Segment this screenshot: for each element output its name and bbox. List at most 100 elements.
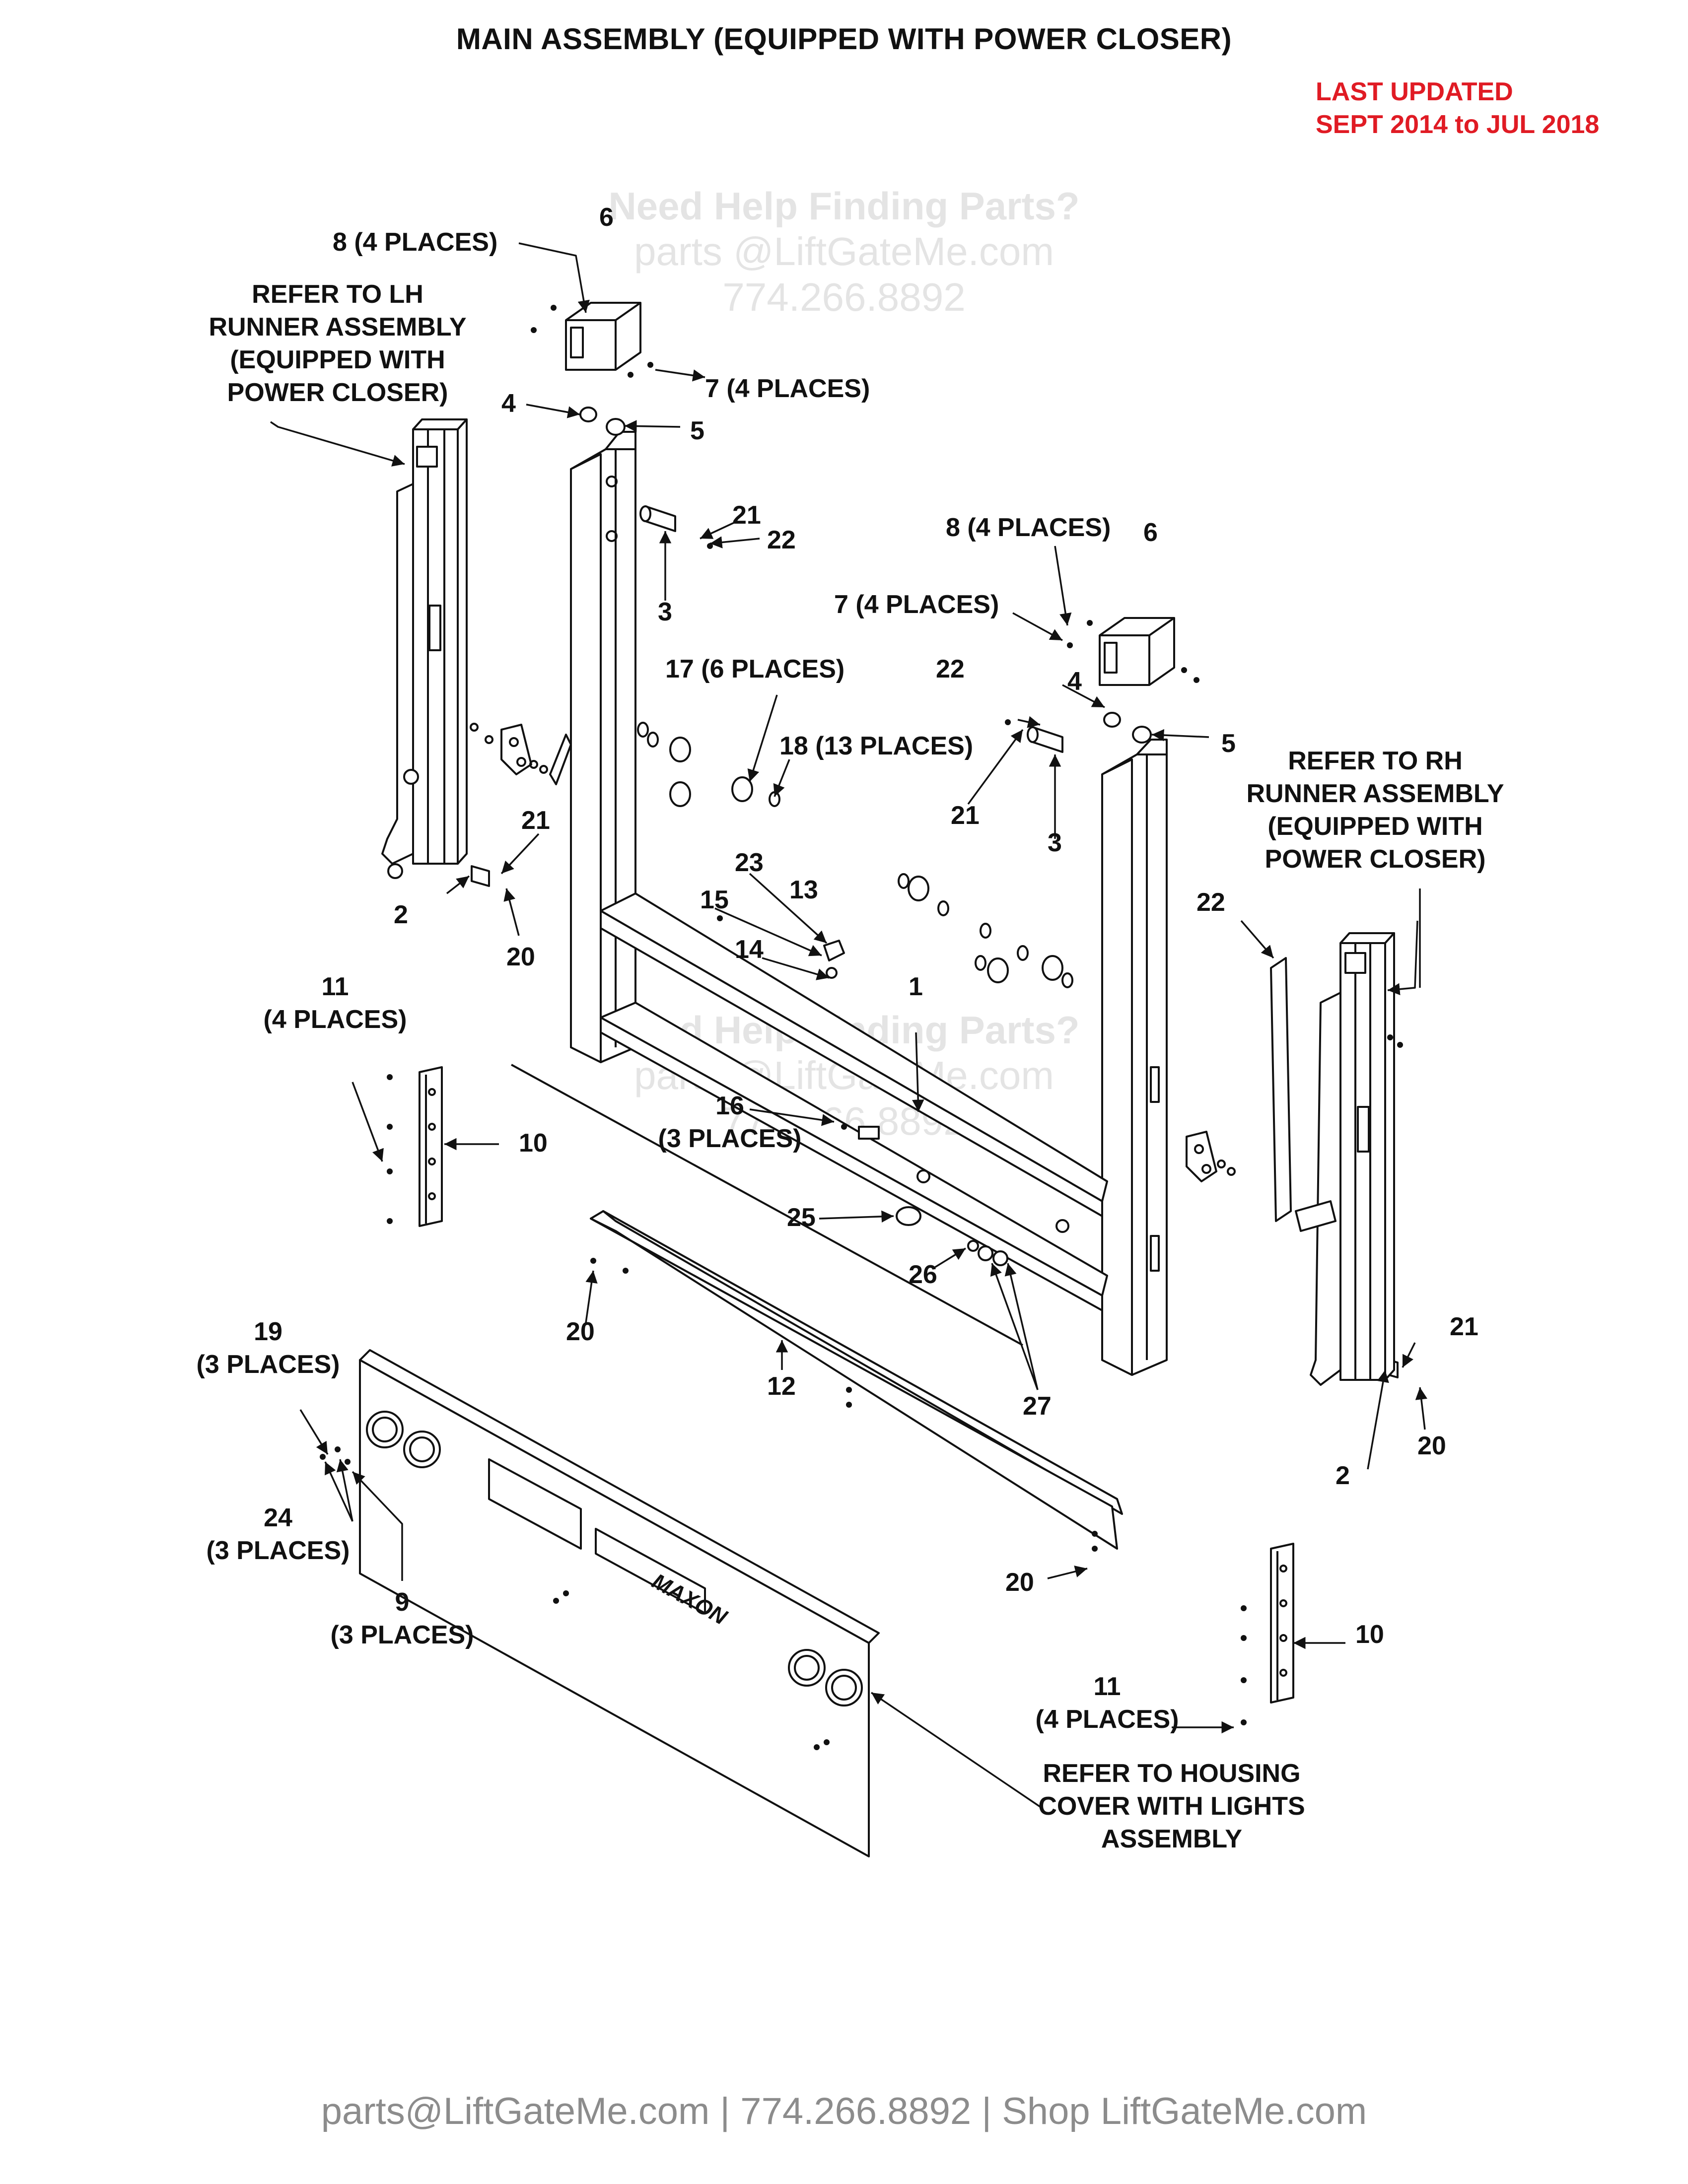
callout-part-20: 20 (1417, 1432, 1446, 1460)
leader-refer-lh (270, 421, 405, 467)
callout-part-3: 3 (1048, 828, 1062, 857)
callout-line: 24 (264, 1503, 292, 1532)
callout-line: POWER CLOSER) (1265, 845, 1486, 874)
callout-part-16: 16 (3 PLACES) (645, 1090, 814, 1155)
leader-lines (299, 242, 1428, 1808)
callout-part-21: 21 (521, 806, 550, 835)
callout-part-8: 8 (4 PLACES) (946, 513, 1111, 542)
watermark-top: Need Help Finding Parts? parts @LiftGate… (496, 184, 1192, 320)
callout-line: REFER TO RH (1288, 747, 1463, 775)
footer-contact: parts@LiftGateMe.com | 774.266.8892 | Sh… (0, 2090, 1688, 2133)
callout-part-22: 22 (936, 655, 965, 683)
last-updated-range: SEPT 2014 to JUL 2018 (1316, 110, 1600, 139)
callout-refer-housing: REFER TO HOUSING COVER WITH LIGHTS ASSEM… (1013, 1757, 1331, 1855)
callout-part-2: 2 (394, 900, 408, 929)
watermark-headline: Need Help Finding Parts? (608, 184, 1080, 228)
callout-part-10: 10 (1355, 1620, 1384, 1649)
callout-line: (4 PLACES) (1035, 1705, 1179, 1734)
callout-line: (3 PLACES) (206, 1536, 350, 1565)
callout-part-14: 14 (735, 935, 764, 964)
callout-line: 16 (715, 1092, 744, 1120)
callout-part-4: 4 (501, 389, 516, 418)
callout-part-22: 22 (767, 526, 796, 554)
callout-part-3: 3 (658, 598, 672, 626)
fasteners (320, 305, 1403, 1750)
callout-part-24: 24 (3 PLACES) (194, 1502, 362, 1567)
callout-part-21: 21 (732, 501, 761, 530)
callout-part-11: 11 (4 PLACES) (1018, 1670, 1196, 1736)
footer-phone[interactable]: 774.266.8892 (740, 2090, 972, 2132)
callout-part-21: 21 (951, 801, 980, 830)
callout-part-1: 1 (909, 972, 923, 1001)
callout-part-11: 11 (4 PLACES) (248, 970, 422, 1036)
housing-cover (359, 1349, 880, 1857)
cover-strip-12 (590, 1210, 1123, 1550)
power-closer-motor-top (565, 302, 641, 371)
callout-part-15: 15 (700, 886, 729, 914)
watermark-email: parts @LiftGateMe.com (634, 229, 1054, 273)
callout-refer-rh-runner: REFER TO RH RUNNER ASSEMBLY (EQUIPPED WI… (1211, 745, 1539, 876)
footer-email-link[interactable]: parts@LiftGateMe.com (321, 2090, 710, 2132)
callout-line: (EQUIPPED WITH (230, 345, 445, 374)
callout-part-10: 10 (519, 1129, 548, 1158)
callout-part-8: 8 (4 PLACES) (333, 228, 498, 257)
callout-part-12: 12 (767, 1372, 796, 1401)
lh-closer-bracket (470, 723, 572, 785)
callout-part-19: 19 (3 PLACES) (184, 1315, 352, 1381)
callout-part-9: 9 (3 PLACES) (313, 1586, 492, 1651)
power-closer-motor-right (1099, 617, 1175, 686)
callout-part-6: 6 (1143, 518, 1158, 547)
callout-line: 11 (321, 972, 349, 1001)
callout-part-25: 25 (787, 1203, 816, 1232)
callout-part-27: 27 (1023, 1392, 1052, 1421)
callout-line: (3 PLACES) (330, 1621, 474, 1649)
watermark-phone: 774.266.8892 (722, 275, 966, 319)
callout-part-23: 23 (735, 848, 764, 877)
page-title: MAIN ASSEMBLY (EQUIPPED WITH POWER CLOSE… (456, 22, 1232, 56)
callout-line: (3 PLACES) (196, 1350, 340, 1379)
callout-line: POWER CLOSER) (227, 378, 448, 407)
callout-line: RUNNER ASSEMBLY (209, 313, 467, 341)
callout-line: REFER TO HOUSING (1043, 1759, 1301, 1788)
main-frame (570, 431, 1168, 1376)
callout-line: REFER TO LH (252, 280, 423, 309)
tie-rod (511, 1064, 1023, 1346)
callout-part-21: 21 (1450, 1312, 1478, 1341)
last-updated-note: LAST UPDATED SEPT 2014 to JUL 2018 (1316, 75, 1599, 141)
callout-part-22: 22 (1196, 888, 1225, 917)
callout-part-4: 4 (1067, 667, 1082, 696)
last-updated-label: LAST UPDATED (1316, 77, 1513, 106)
callout-line: 9 (395, 1588, 410, 1617)
callout-part-26: 26 (909, 1260, 937, 1289)
footer-separator: | (971, 2090, 1002, 2132)
callout-part-13: 13 (789, 876, 818, 904)
callout-part-20: 20 (566, 1317, 595, 1346)
callout-part-20: 20 (1005, 1568, 1034, 1597)
footer-shop-link[interactable]: Shop LiftGateMe.com (1002, 2090, 1367, 2132)
callout-line: 11 (1093, 1672, 1121, 1701)
callout-line: COVER WITH LIGHTS (1038, 1792, 1305, 1821)
callout-part-7: 7 (4 PLACES) (834, 590, 999, 619)
callout-refer-lh-runner: REFER TO LH RUNNER ASSEMBLY (EQUIPPED WI… (184, 278, 492, 409)
guide-plate-right (1270, 1543, 1294, 1704)
rh-runner-assembly (1186, 932, 1395, 1386)
callout-line: (3 PLACES) (658, 1124, 802, 1153)
footer-separator: | (709, 2090, 741, 2132)
callout-line: (EQUIPPED WITH (1267, 812, 1483, 841)
callout-line: RUNNER ASSEMBLY (1246, 779, 1504, 808)
guide-plate-left (419, 1066, 443, 1227)
callout-part-6: 6 (599, 203, 614, 232)
callout-line: (4 PLACES) (263, 1005, 407, 1034)
callout-part-17: 17 (6 PLACES) (665, 655, 845, 683)
callout-part-5: 5 (1221, 729, 1236, 758)
callout-part-2: 2 (1336, 1461, 1350, 1490)
callout-part-18: 18 (13 PLACES) (779, 732, 974, 760)
callout-line: 19 (254, 1317, 282, 1346)
callout-part-20: 20 (506, 943, 535, 971)
callout-part-5: 5 (690, 416, 704, 445)
lh-runner-assembly (381, 418, 468, 879)
callout-part-7: 7 (4 PLACES) (705, 374, 870, 403)
callout-line: ASSEMBLY (1101, 1825, 1243, 1853)
